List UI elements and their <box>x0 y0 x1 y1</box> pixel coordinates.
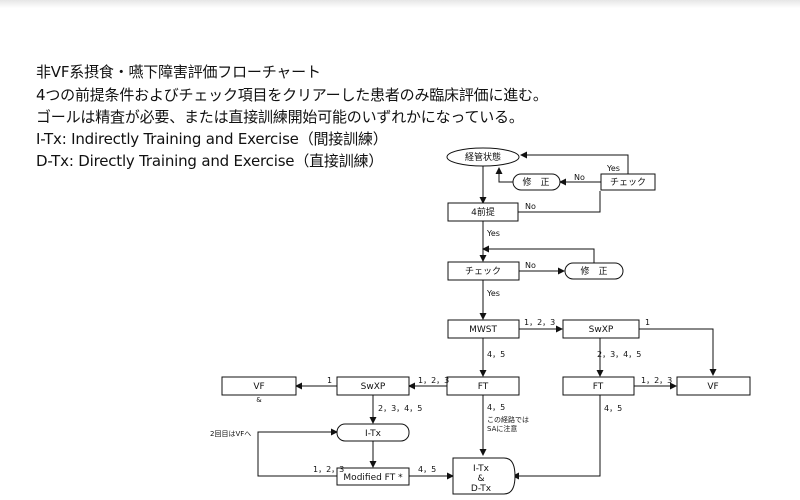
description-line-4: I-Tx: Indirectly Training and Exercise（間… <box>36 130 388 148</box>
node-swxp-left <box>336 376 410 396</box>
edge-swxp-to-vf <box>639 328 717 376</box>
node-ft-right <box>562 376 635 396</box>
node-itx <box>336 423 410 442</box>
node-correction-2 <box>564 262 624 280</box>
edge-label-ft-right-to-vf: 1，2，3 <box>641 376 672 385</box>
edge-label-swxp-left-to-vf: 1 <box>327 376 332 385</box>
node-premise-label: 4前提 <box>471 206 495 218</box>
node-check-1 <box>600 173 656 191</box>
node-correction-1-label: 修 正 <box>522 176 549 188</box>
node-ft-right-label: FT <box>593 382 604 392</box>
edge-label-swxp-left-to-itx: 2，3，4，5 <box>378 404 422 413</box>
edge-label-yes-1: Yes <box>606 164 620 173</box>
node-swxp-right-label: SwXP <box>589 325 614 335</box>
edge-label-swxp-to-ft: 2，3，4，5 <box>597 350 641 359</box>
node-correction-1 <box>512 173 561 191</box>
edge-label-swxp-to-vf: 1 <box>645 318 650 327</box>
node-premise <box>447 202 519 222</box>
edge-premise-to-check1 <box>518 191 601 213</box>
description-line-5: D-Tx: Directly Training and Exercise（直接訓… <box>36 152 384 170</box>
description-line-2: 4つの前提条件およびチェック項目をクリアーした患者のみ臨床評価に進む。 <box>36 86 548 104</box>
edge-label-ft-center-to-goal: 4，5 <box>487 403 505 412</box>
node-modified-ft <box>336 467 410 486</box>
chart-title: 非VF系摂食・嚥下障害評価フローチャート <box>36 63 321 81</box>
node-swxp-left-label: SwXP <box>361 382 386 392</box>
node-itx-label: I-Tx <box>365 429 382 439</box>
node-tube-feeding-status-label: 経管状態 <box>465 151 501 163</box>
node-check-2-label: チェック <box>465 266 501 277</box>
description-line-3: ゴールは精査が必要、または直接訓練開始可能のいずれかになっている。 <box>36 108 524 126</box>
node-check-2 <box>447 261 520 281</box>
edge-label-mwst-to-ft: 4，5 <box>487 350 505 359</box>
node-ft-center-label: FT <box>478 382 489 392</box>
flow-edges <box>257 151 717 480</box>
edge-correction1-to-status <box>495 167 513 183</box>
node-vf-left-mark: & <box>256 396 262 404</box>
node-mwst-label: MWST <box>469 325 497 335</box>
edge-label-ft-right-to-goal: 4，5 <box>604 404 622 413</box>
node-goal-label-3: D-Tx <box>471 484 492 494</box>
edge-label-yes-2: Yes <box>486 229 500 238</box>
node-tube-feeding-status <box>446 147 520 167</box>
node-correction-2-label: 修 正 <box>580 265 607 277</box>
node-vf-left <box>221 376 297 396</box>
edge-note-second-time: 2回目はVFへ <box>210 430 251 438</box>
edge-note-caution-2: SAに注意 <box>487 424 517 433</box>
node-modified-ft-label: Modified FT * <box>343 473 403 483</box>
edge-label-no-2: No <box>525 202 536 211</box>
node-check-1-label: チェック <box>610 177 646 188</box>
edge-label-no-1: No <box>574 173 585 182</box>
edge-ft-right-to-goal <box>512 395 601 480</box>
edge-note-caution-1: この経路では <box>487 415 529 424</box>
edge-label-mft-to-goal: 4，5 <box>418 465 436 474</box>
node-vf-right <box>676 376 751 396</box>
node-vf-left-label: VF <box>253 382 264 392</box>
node-goal-label-1: I-Tx <box>473 464 490 474</box>
edge-check1-to-status <box>520 151 629 174</box>
edge-label-ft-to-swxp-left: 1，2，3 <box>418 376 449 385</box>
node-vf-right-label: VF <box>707 382 718 392</box>
edge-modified-ft-to-itx <box>257 428 338 477</box>
edge-label-mwst-to-swxp: 1，2，3 <box>524 318 555 327</box>
node-goal <box>452 457 516 495</box>
node-mwst <box>447 319 520 339</box>
window-top-bar <box>0 0 800 8</box>
edge-label-mft-to-itx: 1，2，3 <box>313 465 344 474</box>
node-ft-center <box>446 376 520 396</box>
edge-correction2-to-loop <box>482 245 595 264</box>
node-swxp-right <box>562 319 640 339</box>
edge-label-yes-3: Yes <box>486 289 500 298</box>
node-goal-label-2: & <box>477 474 484 484</box>
edge-label-no-3: No <box>525 261 536 270</box>
